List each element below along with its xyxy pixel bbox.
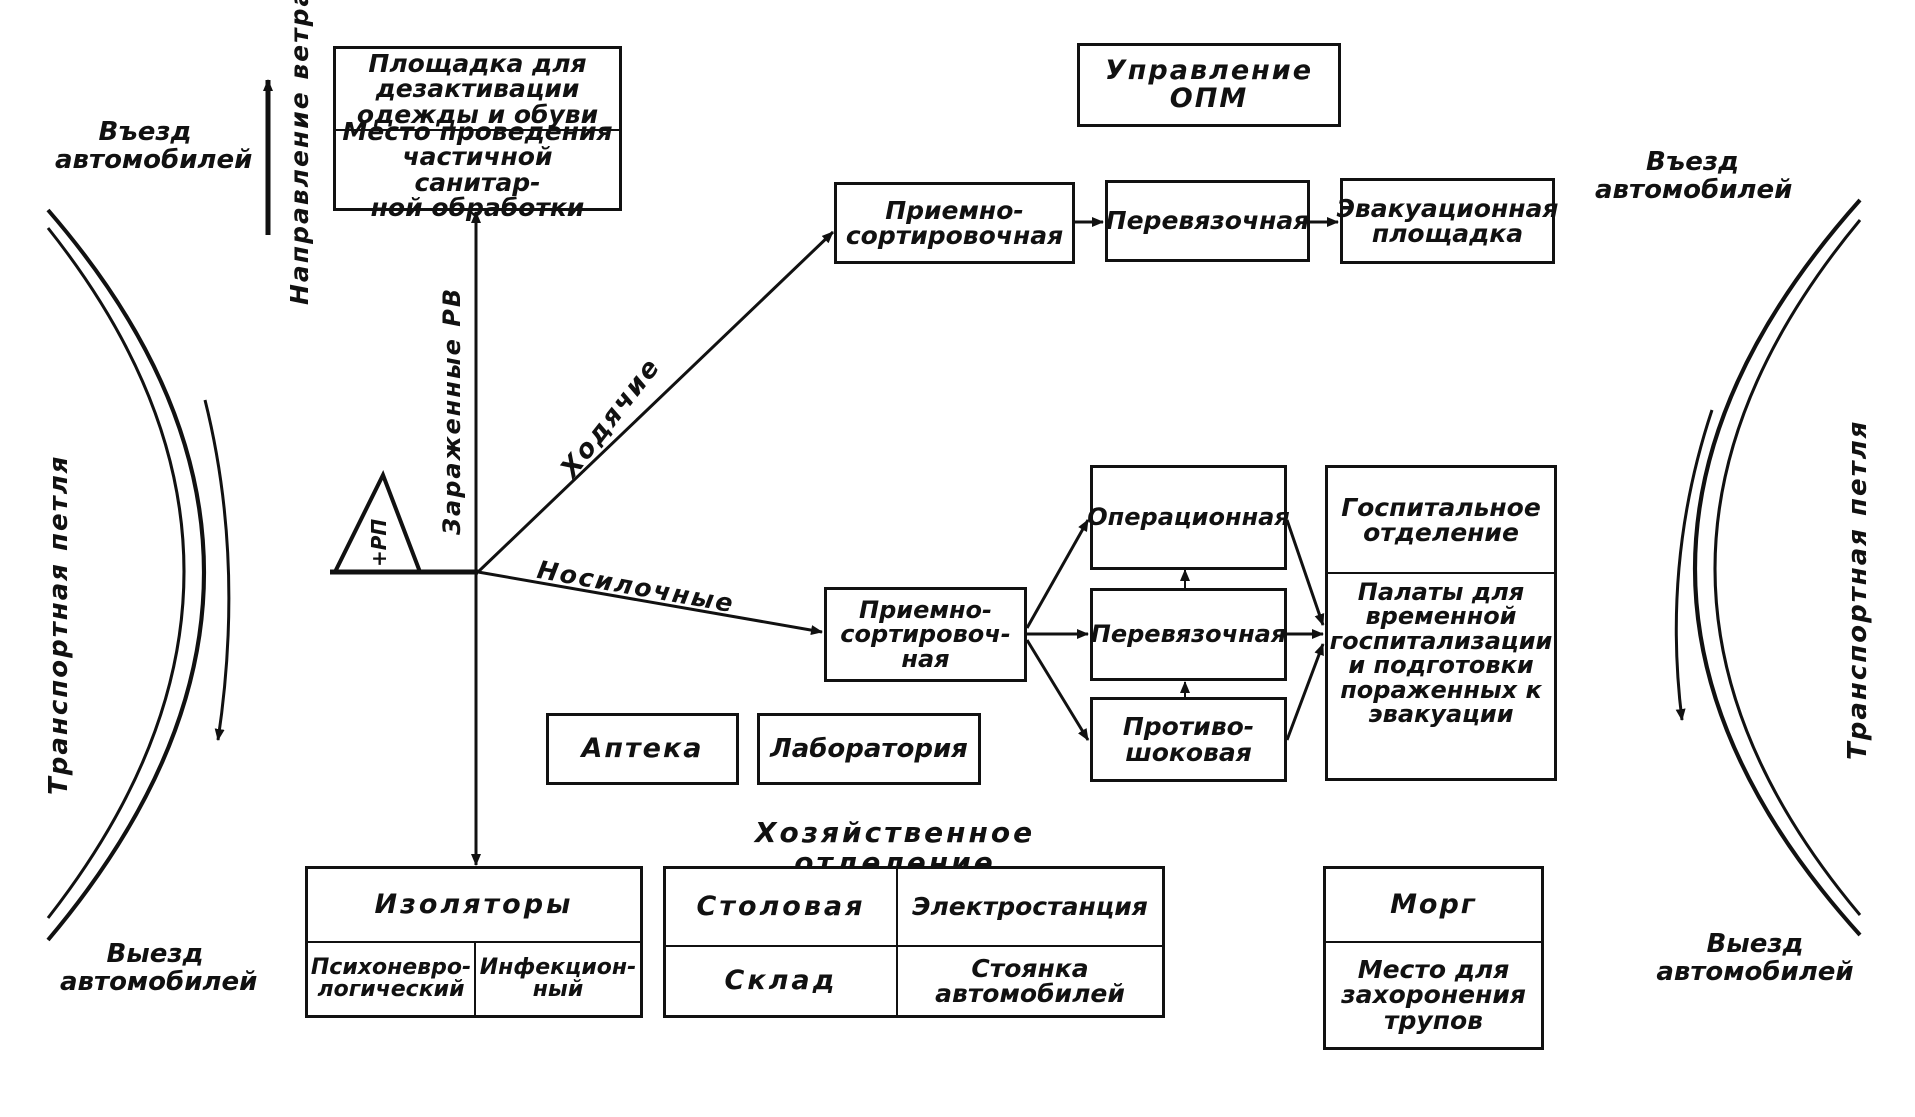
- operating-room-box: Операционная: [1087, 465, 1290, 570]
- reception-walking: Приемно- сортировочная: [845, 195, 1064, 250]
- dressing-walking: Перевязочная: [1105, 206, 1310, 236]
- arrow-operating-to-hospital: [1285, 519, 1325, 626]
- canteen: Столовая: [696, 891, 866, 923]
- transport-loop-left-label: Транспортная петля: [44, 454, 74, 795]
- reception-stretcher: Приемно- сортировоч- ная: [840, 595, 1011, 673]
- hospital-dept: Госпитальное отделение: [1341, 492, 1541, 547]
- decon-box: Площадка для дезактивации одежды и обуви…: [333, 46, 622, 222]
- infectious: Инфекцион- ный: [479, 954, 637, 1002]
- isolators-box: Изоляторы Психоневро- логический Инфекци…: [305, 866, 643, 1018]
- operating-room: Операционная: [1087, 503, 1290, 532]
- dressing-stretcher: Перевязочная: [1090, 620, 1287, 649]
- opm-management-box: Управление ОПМ: [1077, 43, 1341, 127]
- transport-loop-left-inner: [46, 227, 186, 919]
- wind-direction-label: Направление ветра: [285, 0, 314, 305]
- transport-loop-left-outer: [46, 208, 206, 942]
- evacuation-area-box: Эвакуационная площадка: [1336, 178, 1559, 264]
- dressing-stretcher-box: Перевязочная: [1090, 588, 1287, 681]
- exit-right-label: Выезд автомобилей: [1656, 929, 1854, 988]
- transport-loop-left-arrow: [203, 399, 231, 741]
- rp-post-label: +РП: [367, 518, 391, 567]
- pharmacy-box: Аптека: [546, 713, 739, 785]
- reception-walking-box: Приемно- сортировочная: [834, 182, 1075, 264]
- dressing-walking-box: Перевязочная: [1105, 180, 1310, 262]
- sanitary-treatment-area: Место проведения частичной санитар- ной …: [342, 116, 613, 222]
- burial-place: Место для захоронения трупов: [1341, 954, 1526, 1035]
- walking-route-arrow: [476, 230, 835, 574]
- laboratory: Лаборатория: [770, 733, 968, 764]
- transport-loop-right-label: Транспортная петля: [1843, 419, 1873, 760]
- opm-management: Управление ОПМ: [1104, 55, 1314, 114]
- parking: Стоянка автомобилей: [935, 953, 1125, 1008]
- entry-right-label: Въезд автомобилей: [1595, 147, 1793, 206]
- isolators: Изоляторы: [374, 889, 574, 921]
- arrow-antishock-to-hospital: [1285, 643, 1325, 741]
- transport-loop-right-inner: [1713, 219, 1862, 916]
- warehouse: Склад: [724, 965, 838, 997]
- psychoneuro: Психоневро- логический: [310, 954, 472, 1002]
- laboratory-box: Лаборатория: [757, 713, 981, 785]
- arrow-reception-to-antishock: [1025, 639, 1090, 741]
- reception-stretcher-box: Приемно- сортировоч- ная: [824, 587, 1027, 682]
- morgue-box: Морг Место для захоронения трупов: [1323, 866, 1544, 1050]
- antishock-box: Противо- шоковая: [1090, 697, 1287, 782]
- arrow-reception-to-operating: [1025, 519, 1090, 629]
- power-station: Электростанция: [912, 892, 1148, 922]
- exit-left-label: Выезд автомобилей: [60, 939, 258, 998]
- transport-loop-right-arrow: [1674, 409, 1714, 721]
- decon-area: Площадка для дезактивации одежды и обуви: [356, 48, 599, 129]
- household-box: Столовая Электростанция Склад Стоянка ав…: [663, 866, 1165, 1018]
- pharmacy: Аптека: [581, 733, 704, 765]
- hospital-dept-box: Госпитальное отделение Палаты для времен…: [1325, 465, 1557, 781]
- evacuation-area: Эвакуационная площадка: [1336, 193, 1559, 248]
- contaminated-rv-label: Зараженные РВ: [438, 286, 466, 535]
- morgue: Морг: [1390, 889, 1477, 921]
- wards: Палаты для временной госпитализации и по…: [1329, 578, 1553, 729]
- entry-left-label: Въезд автомобилей: [55, 117, 253, 176]
- transport-loop-right-outer: [1693, 198, 1862, 937]
- antishock: Противо- шоковая: [1122, 712, 1255, 767]
- stretcher-route-arrow: [477, 570, 823, 636]
